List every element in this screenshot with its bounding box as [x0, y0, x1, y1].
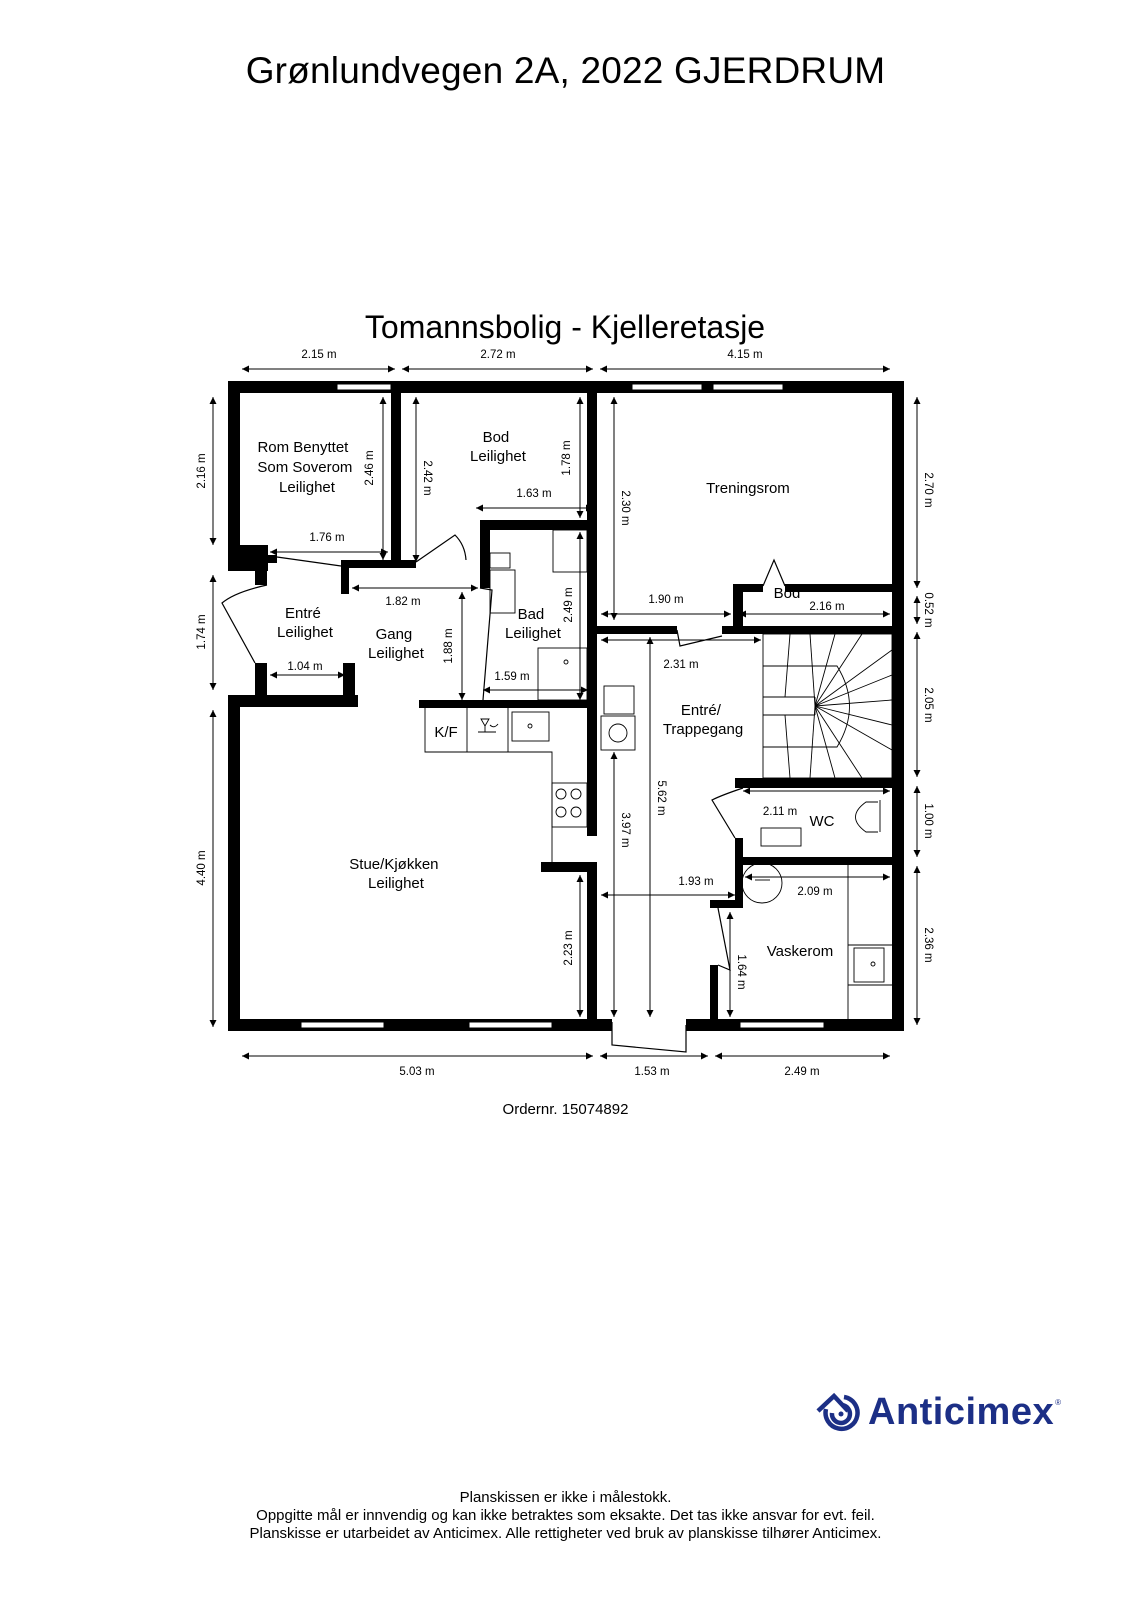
dim-left-3: 4.40 m [196, 850, 208, 885]
doors [221, 534, 786, 1053]
dimension-labels: 2.15 m 2.72 m 4.15 m 2.16 m 1.74 m 4.40 … [196, 349, 934, 1078]
disclaimer-line: Oppgitte mål er innvendig og kan ikke be… [256, 1507, 875, 1524]
dim-bottom-1: 5.03 m [399, 1066, 434, 1078]
dimension-lines [209, 365, 921, 1060]
dim-left-1: 2.16 m [196, 453, 208, 488]
anticimex-logo-icon [816, 1392, 860, 1432]
dim-bottom-3: 2.49 m [784, 1066, 819, 1078]
dim-entre-width: 1.04 m [287, 661, 322, 673]
dim-top-1: 2.15 m [301, 349, 336, 361]
room-treningsrom: Treningsrom [706, 480, 790, 497]
label-kf: K/F [434, 724, 457, 741]
fixtures [424, 529, 893, 1019]
logo-text: Anticimex [868, 1390, 1055, 1433]
dim-soverom-width: 1.76 m [309, 532, 344, 544]
dim-bod-height-1: 2.42 m [421, 460, 433, 495]
disclaimer: Planskissen er ikke i målestokk. Oppgitt… [0, 1489, 1131, 1543]
room-vaskerom: Vaskerom [767, 943, 833, 960]
dim-trapp-height-2: 5.62 m [655, 780, 667, 815]
dim-left-2: 1.74 m [196, 614, 208, 649]
registered-mark: ® [1055, 1398, 1062, 1407]
windows [300, 383, 825, 1029]
dim-vask-width: 2.09 m [797, 886, 832, 898]
dim-vask-height: 1.64 m [735, 954, 747, 989]
room-wc: WC [810, 813, 835, 830]
room-bad-leilighet: Bad Leilighet [505, 606, 562, 642]
dim-trapp-height-1: 3.97 m [619, 812, 631, 847]
room-entre-trappegang: Entré/ Trappegang [663, 702, 743, 738]
dim-right-5: 2.36 m [922, 927, 934, 962]
dim-bad-height: 2.49 m [563, 587, 575, 622]
dim-trening-width: 1.90 m [648, 594, 683, 606]
dim-stue-height: 2.23 m [563, 930, 575, 965]
dim-right-2: 0.52 m [922, 592, 934, 627]
property-address: Grønlundvegen 2A, 2022 GJERDRUM [245, 50, 886, 91]
anticimex-logo: Anticimex ® [816, 1390, 1061, 1434]
dim-hall-width: 1.93 m [678, 876, 713, 888]
disclaimer-line: Planskisse er utarbeidet av Anticimex. A… [249, 1525, 882, 1542]
dim-right-3: 2.05 m [922, 687, 934, 722]
dim-right-1: 2.70 m [922, 472, 934, 507]
dim-bad-width: 1.59 m [494, 671, 529, 683]
order-number: Ordernr. 15074892 [502, 1101, 629, 1118]
disclaimer-line: Planskissen er ikke i målestokk. [459, 1489, 672, 1506]
dim-right-4: 1.00 m [922, 803, 934, 838]
dim-bottom-2: 1.53 m [634, 1066, 669, 1078]
room-soverom: Rom Benyttet Som Soverom Leilighet [257, 439, 356, 496]
dim-bod-small-width: 2.16 m [809, 601, 844, 613]
room-entre-leilighet: Entré Leilighet [277, 605, 334, 641]
dim-bod-height-2: 1.78 m [561, 440, 573, 475]
dim-top-3: 4.15 m [727, 349, 762, 361]
dim-wc-width: 2.11 m [763, 806, 797, 818]
dim-trening-height: 2.30 m [619, 490, 631, 525]
room-bod-small: Bod [774, 585, 801, 602]
dim-gang-width: 1.82 m [385, 596, 420, 608]
dim-trapp-width: 2.31 m [663, 659, 698, 671]
room-bod-leilighet: Bod Leilighet [470, 429, 527, 465]
dim-gang-height: 1.88 m [443, 628, 455, 663]
room-gang-leilighet: Gang Leilighet [368, 626, 425, 662]
dim-top-2: 2.72 m [480, 349, 515, 361]
room-stue-kjokken: Stue/Kjøkken Leilighet [349, 856, 442, 892]
dim-soverom-height: 2.46 m [364, 450, 376, 485]
plan-title: Tomannsbolig - Kjelleretasje [365, 309, 765, 345]
dim-bod-width: 1.63 m [516, 488, 551, 500]
room-labels: Rom Benyttet Som Soverom Leilighet Bod L… [257, 429, 834, 960]
